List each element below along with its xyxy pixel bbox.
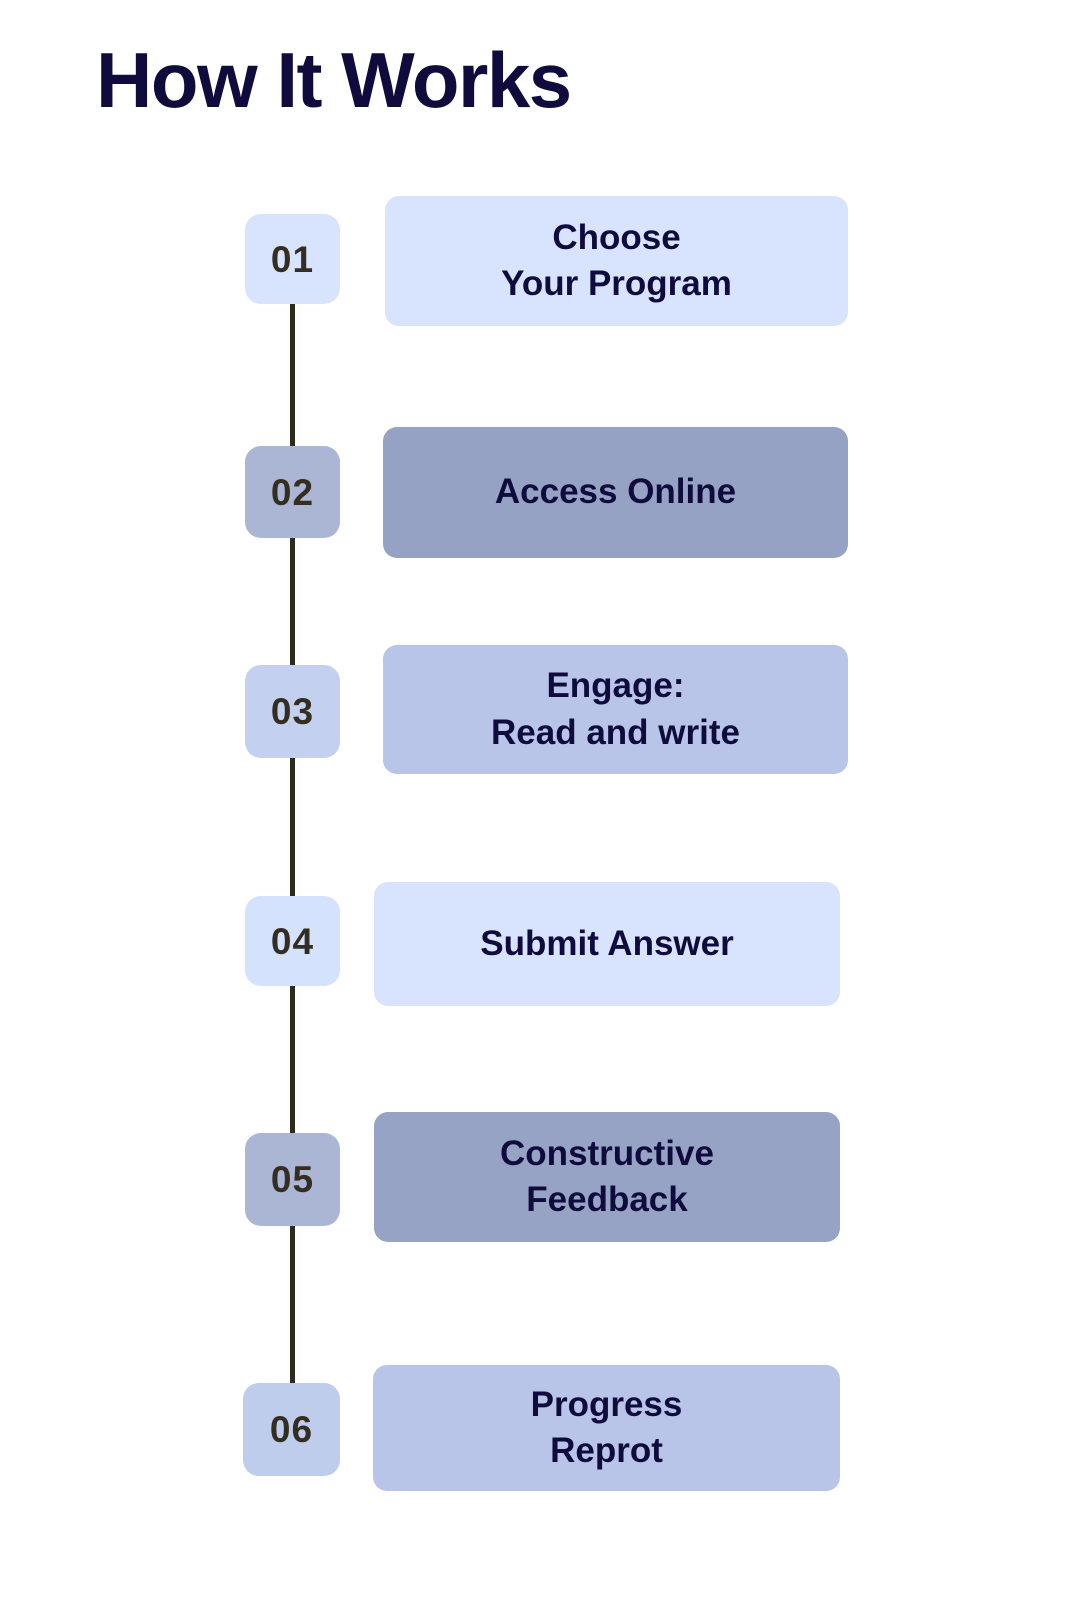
step-card-01[interactable]: Choose Your Program — [385, 196, 848, 326]
step-number-badge-05[interactable]: 05 — [245, 1133, 340, 1226]
step-number-label-03: 03 — [270, 691, 315, 732]
step-number-badge-06[interactable]: 06 — [243, 1383, 340, 1476]
step-card-label-06: Progress Reprot — [530, 1384, 683, 1470]
step-card-03[interactable]: Engage: Read and write — [383, 645, 848, 774]
step-card-04[interactable]: Submit Answer — [374, 882, 840, 1006]
step-number-badge-04[interactable]: 04 — [245, 896, 340, 986]
timeline-connector-line — [290, 300, 295, 1420]
step-card-label-05: Constructive Feedback — [500, 1133, 714, 1219]
step-card-02[interactable]: Access Online — [383, 427, 848, 558]
step-number-label-06: 06 — [269, 1409, 314, 1450]
step-number-badge-02[interactable]: 02 — [245, 446, 340, 538]
step-card-label-02: Access Online — [494, 472, 737, 512]
step-number-badge-01[interactable]: 01 — [245, 214, 340, 304]
step-number-label-04: 04 — [270, 920, 315, 962]
step-card-label-04: Submit Answer — [480, 923, 734, 963]
step-number-label-01: 01 — [270, 238, 315, 280]
step-number-label-02: 02 — [270, 471, 315, 513]
step-card-06[interactable]: Progress Reprot — [373, 1365, 840, 1491]
step-card-label-01: Choose Your Program — [501, 217, 732, 303]
step-number-badge-03[interactable]: 03 — [245, 665, 340, 758]
page-title: How It Works — [96, 36, 572, 124]
step-card-05[interactable]: Constructive Feedback — [374, 1112, 840, 1242]
step-card-label-03: Engage: Read and write — [491, 666, 740, 752]
step-number-label-05: 05 — [270, 1159, 315, 1200]
